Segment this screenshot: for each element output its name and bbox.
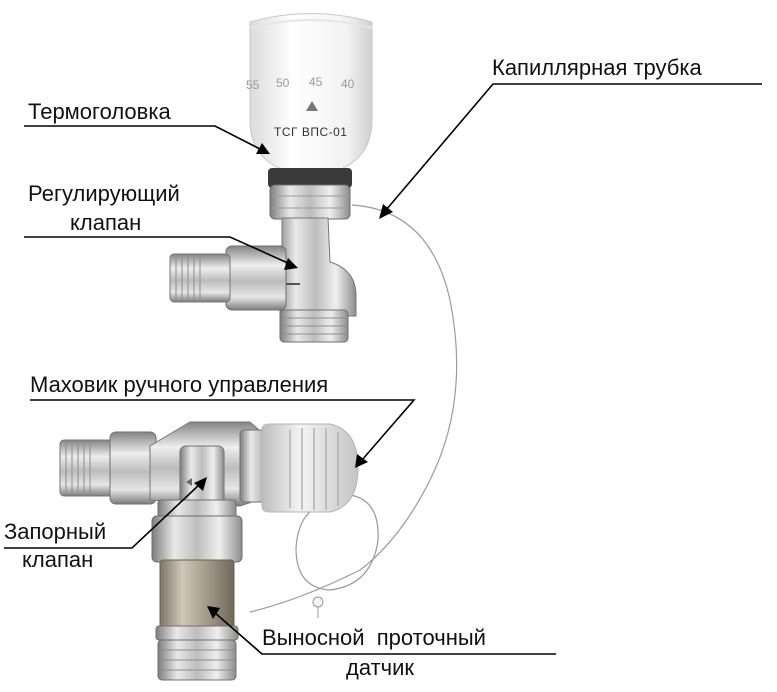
capillary-tube (249, 204, 458, 613)
label-shutoff-valve-line2: клапан (22, 547, 94, 572)
thermostatic-head: 55 50 45 40 ТСГ ВПС-01 (246, 13, 373, 177)
tube-clip (312, 596, 324, 618)
leader-thermohead (24, 125, 263, 151)
dial-mark-2: 50 (276, 76, 290, 90)
label-handwheel: Маховик ручного управления (30, 372, 329, 397)
capillary-loop (295, 494, 379, 591)
arrowhead-regulating (284, 258, 298, 270)
arrowhead-sensor (207, 606, 220, 619)
dial-mark-3: 45 (309, 75, 323, 89)
leader-handwheel (30, 399, 416, 461)
shutoff-valve-body (59, 421, 285, 507)
label-remote-sensor-line1: Выносной проточный (262, 625, 486, 650)
arrowhead-handwheel (355, 454, 368, 468)
head-brand-text: ТСГ ВПС-01 (274, 125, 347, 139)
leader-sensor (213, 611, 556, 655)
leader-regulating (24, 236, 291, 265)
label-remote-sensor-line2: датчик (346, 655, 415, 680)
label-thermohead: Термоголовка (28, 99, 171, 124)
label-shutoff-valve-line1: Запорный (4, 519, 107, 544)
triangle-pointer-icon (306, 101, 318, 111)
arrowhead-thermohead (256, 143, 270, 154)
regulating-valve-body (169, 217, 357, 343)
label-capillary-tube: Капиллярная трубка (492, 55, 702, 80)
label-regulating-valve-line2: клапан (70, 210, 142, 235)
dial-mark-1: 55 (246, 78, 260, 92)
arrowhead-shutoff (194, 477, 207, 491)
remote-flow-sensor (151, 499, 243, 681)
dial-mark-4: 40 (341, 77, 355, 91)
handwheel (261, 423, 359, 513)
leader-lines (4, 83, 762, 655)
arrowheads (194, 143, 393, 619)
arrowhead-capillary (379, 204, 393, 219)
leader-capillary (385, 83, 762, 211)
leader-shutoff (4, 483, 201, 549)
head-collar (268, 168, 352, 220)
label-regulating-valve-line1: Регулирующий (28, 181, 180, 206)
